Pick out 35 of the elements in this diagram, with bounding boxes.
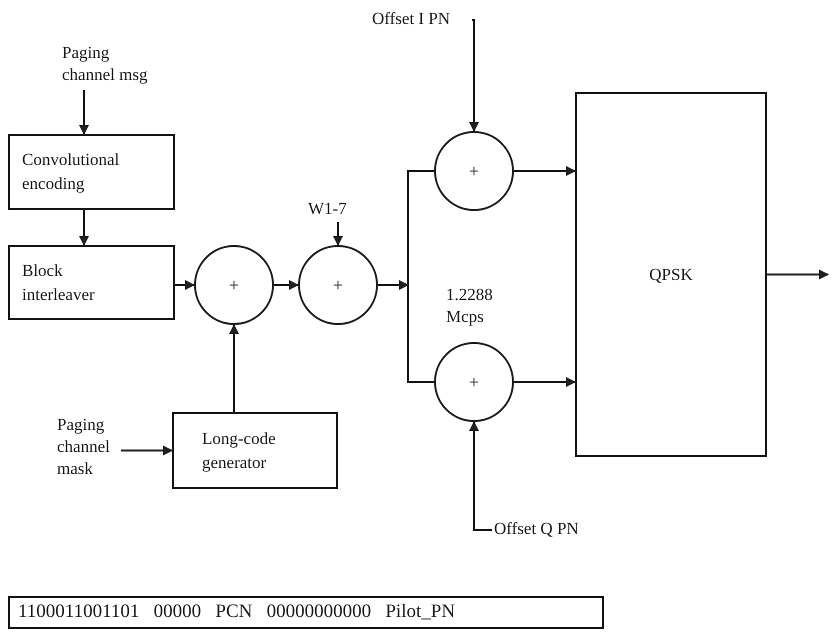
box-label: Convolutional encoding	[21, 149, 120, 195]
process-box	[8, 245, 175, 320]
plus-sign: +	[468, 370, 480, 394]
bit-sequence: 1100011001101 00000 PCN 00000000000 Pilot_PN	[18, 600, 456, 624]
signal-label: Offset I PN	[372, 8, 468, 32]
connector-line	[407, 170, 434, 285]
arrow	[274, 280, 299, 290]
arrow	[175, 280, 195, 290]
signal-label: 1.2288 Mcps	[446, 284, 512, 332]
arrow	[333, 222, 343, 246]
arrow	[767, 270, 829, 280]
box-label: Long-code generator	[201, 428, 277, 474]
signal-label: Paging channel mask	[57, 414, 121, 486]
process-box	[172, 412, 338, 489]
arrow	[469, 421, 492, 531]
signal-label: Paging channel msg	[62, 42, 166, 90]
arrow	[469, 19, 479, 132]
arrow	[229, 324, 239, 412]
arrow	[378, 280, 409, 290]
arrow	[514, 377, 576, 387]
arrow	[514, 166, 576, 176]
connector-line	[407, 285, 434, 383]
signal-label: Offset Q PN	[494, 518, 624, 542]
arrow	[121, 446, 173, 456]
process-box	[8, 134, 175, 210]
plus-sign: +	[228, 274, 240, 296]
plus-sign: +	[468, 160, 480, 182]
arrow	[79, 90, 89, 135]
box-label: Block interleaver	[21, 260, 96, 306]
arrow	[79, 210, 89, 246]
bit-field-box	[8, 596, 604, 629]
plus-sign: +	[332, 274, 344, 296]
box-label: QPSK	[649, 264, 693, 286]
modulator-box	[575, 92, 767, 457]
signal-label: W1-7	[308, 198, 368, 222]
